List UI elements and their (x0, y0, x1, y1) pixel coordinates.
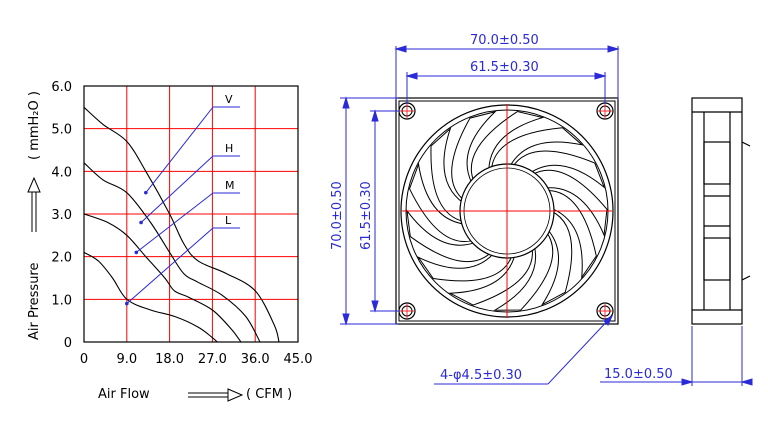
y-axis-label: Air Pressure (27, 263, 42, 341)
x-tick-label: 45.0 (284, 352, 313, 367)
leader-line (126, 227, 214, 304)
x-axis-label: Air Flow (98, 387, 150, 402)
fan-blade (545, 190, 597, 280)
y-axis-unit: ( mmH₂O ) (27, 91, 42, 160)
curve-label-m: M (225, 179, 235, 192)
leader-dot (139, 220, 143, 225)
chart-curves (83, 106, 280, 343)
curve-label-l: L (225, 214, 232, 227)
y-tick-label: 0 (64, 336, 72, 351)
leader-dot (134, 250, 139, 255)
center-lines (400, 104, 612, 318)
y-tick-label: 3.0 (51, 208, 72, 223)
fan-blade (490, 127, 584, 171)
x-tick-label: 0 (80, 352, 88, 367)
dim-hole-spec: 4-φ4.5±0.30 (440, 368, 522, 383)
leader-dot (125, 301, 129, 306)
y-tick-label: 2.0 (51, 251, 72, 266)
fan-blade (511, 150, 606, 189)
fan-frame-outer (395, 97, 619, 325)
x-tick-label: 36.0 (241, 352, 270, 367)
y-axis-arrow-icon (27, 176, 41, 232)
fan-blade (531, 169, 608, 238)
fan-frame-inner (398, 100, 616, 322)
dim-thickness: 15.0±0.50 (604, 367, 673, 382)
curve-l (83, 251, 218, 343)
leader-dot (144, 190, 148, 195)
fan-blade (470, 111, 545, 183)
curve-h (83, 162, 261, 343)
curve-m (83, 213, 242, 343)
front-view-dimensions (340, 45, 620, 385)
x-tick-label: 18.0 (155, 352, 184, 367)
fan-front-view (395, 97, 619, 325)
leader-line (145, 106, 214, 193)
x-axis-unit: ( CFM ) (246, 387, 292, 402)
y-tick-label: 1.0 (51, 293, 72, 308)
dim-outer-width: 70.0±0.50 (470, 33, 539, 48)
leader-line (140, 155, 214, 223)
y-tick-labels: 0 1.0 2.0 3.0 4.0 5.0 6.0 (51, 80, 72, 351)
fan-blade (451, 110, 497, 202)
leader-line (136, 192, 214, 253)
curve-v (83, 106, 280, 343)
curve-label-v: V (225, 93, 233, 106)
y-tick-label: 4.0 (51, 165, 72, 180)
fan-blade (430, 126, 465, 223)
dim-hole-height: 61.5±0.30 (359, 181, 374, 250)
pq-curve-chart: V H M L 0 9.0 18.0 27.0 36.0 45.0 0 1.0 2.0 3.0 4.0 5… (27, 80, 312, 402)
x-tick-label: 9.0 (116, 352, 137, 367)
curve-leaders: V H M L (125, 93, 240, 306)
fan-blade (492, 230, 554, 311)
x-axis-arrow-icon (188, 388, 244, 402)
fan-blade (416, 252, 513, 282)
curve-label-h: H (225, 142, 233, 155)
y-tick-label: 6.0 (51, 80, 72, 95)
x-tick-label: 27.0 (198, 352, 227, 367)
chart-grid (84, 86, 298, 342)
y-tick-label: 5.0 (51, 123, 72, 138)
dim-hole-width: 61.5±0.30 (470, 60, 539, 75)
x-tick-labels: 0 9.0 18.0 27.0 36.0 45.0 (80, 352, 313, 367)
fan-blade (540, 210, 573, 306)
dim-outer-height: 70.0±0.50 (330, 181, 345, 250)
thickness-dimension (600, 326, 753, 386)
fan-side-view (691, 97, 751, 325)
